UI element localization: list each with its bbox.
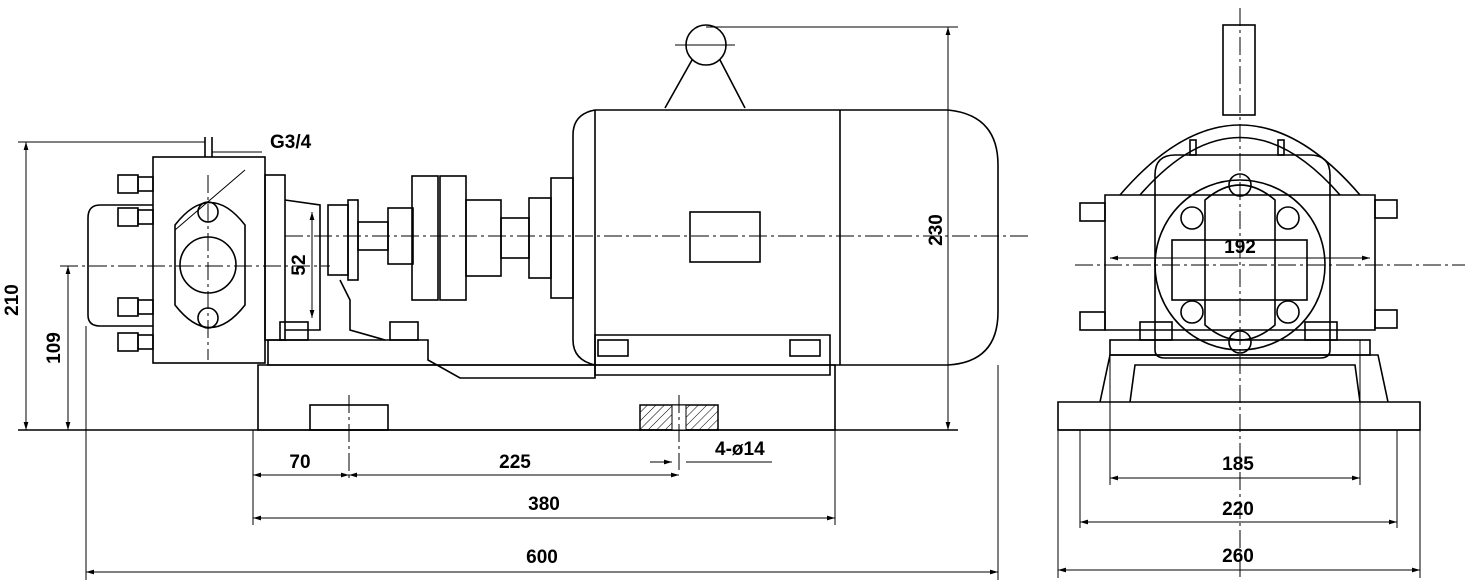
dim-185: 185 — [1222, 454, 1254, 475]
dim-192: 192 — [1224, 237, 1256, 258]
dim-210: 210 — [2, 284, 23, 316]
dim-holes: 4-ø14 — [715, 439, 765, 460]
thread-label: G3/4 — [270, 132, 312, 153]
dim-70: 70 — [289, 452, 310, 473]
dim-600: 600 — [526, 547, 558, 568]
outlet-flange — [174, 201, 246, 329]
dim-260: 260 — [1222, 546, 1254, 567]
dim-109: 109 — [44, 332, 65, 364]
motor — [572, 24, 999, 376]
dim-380: 380 — [528, 494, 560, 515]
front-view: 210 109 52 G3/4 230 70 225 4-ø14 380 600 — [2, 24, 1030, 580]
dim-230: 230 — [926, 214, 947, 246]
dim-220: 220 — [1222, 499, 1254, 520]
motor-shaft — [1222, 24, 1256, 116]
dim-52: 52 — [289, 254, 310, 275]
nameplate — [689, 211, 761, 263]
side-view: 192 185 220 260 — [1057, 8, 1465, 580]
dim-225: 225 — [499, 452, 531, 473]
coupling — [327, 175, 574, 301]
